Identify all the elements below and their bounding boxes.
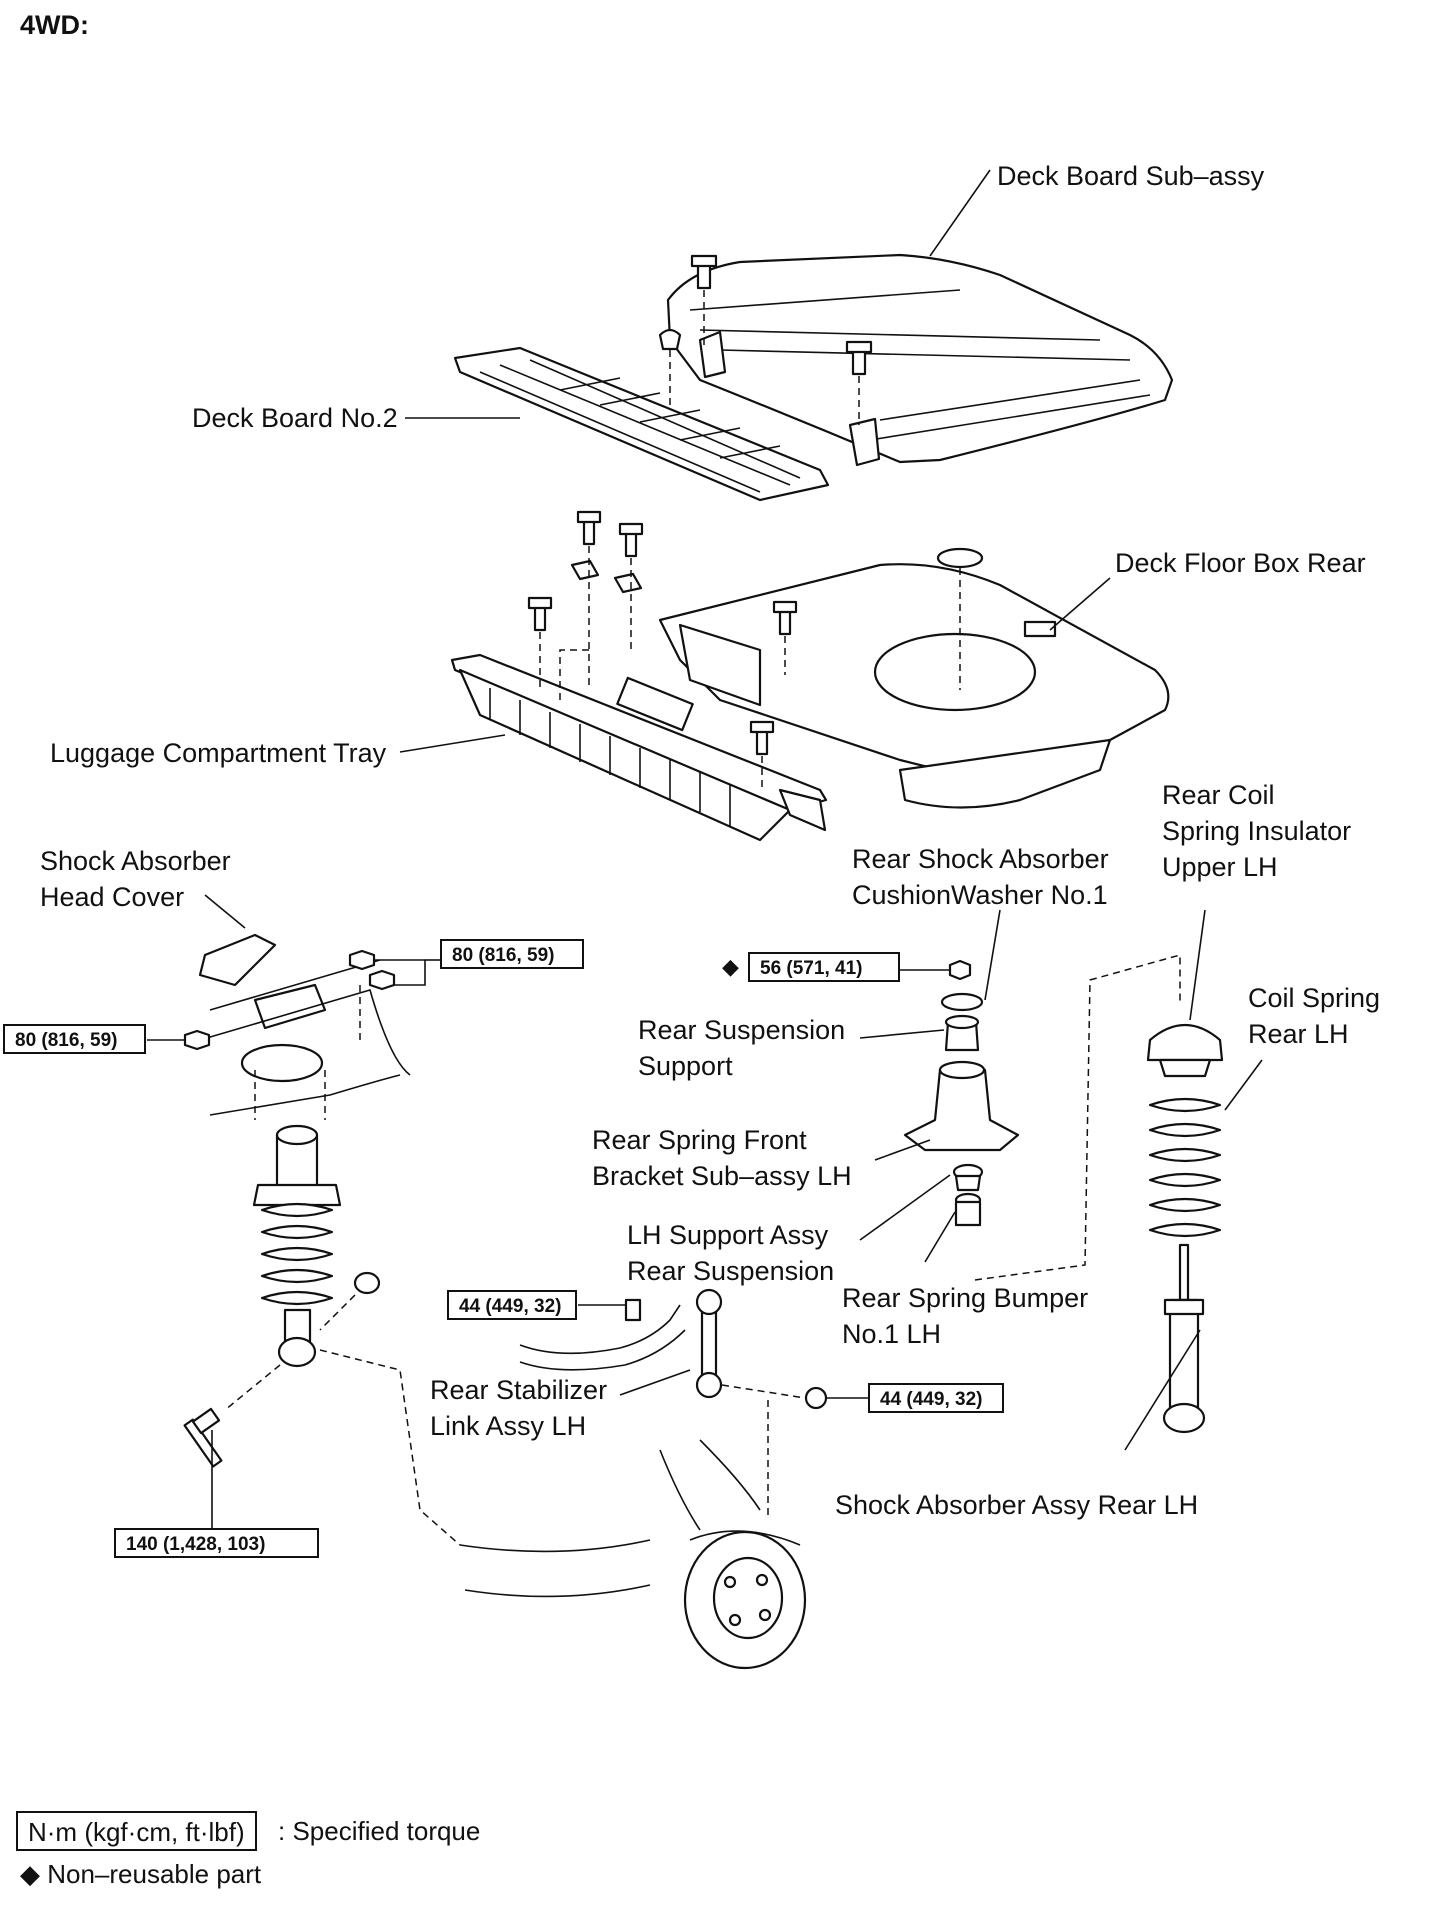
label-luggage-compartment-tray: Luggage Compartment Tray [50,738,387,768]
tray-bolts [527,510,798,790]
torque-cushion-washer-nut: 56 (571, 41) [748,952,900,982]
label-deck-board-no2: Deck Board No.2 [192,403,398,433]
luggage-tray-leader [399,734,506,753]
legend-specified-torque: : Specified torque [278,1816,481,1846]
label-rear-stabilizer-link-line2: Link Assy LH [430,1411,587,1441]
torque-stabilizer-left: 44 (449, 32) [447,1290,577,1320]
torque-stabilizer-right: 44 (449, 32) [868,1383,1004,1413]
torque-head-cover-upper: 80 (816, 59) [440,939,584,969]
rear-suspension-support-stack-drawing [859,909,1181,1281]
label-rear-suspension-support-line1: Rear Suspension [638,1015,846,1045]
torque-head-cover-left: 80 (816, 59) [3,1024,146,1054]
label-shock-absorber-assy-rear: Shock Absorber Assy Rear LH [835,1490,1199,1520]
shock-absorber-head-cover-drawing [198,933,411,1120]
stabilizer-link-drawing [519,1288,868,1520]
label-shock-absorber-head-cover-line2: Head Cover [40,882,185,912]
label-rear-spring-front-bracket-line1: Rear Spring Front [592,1125,807,1155]
label-rear-stabilizer-link-line1: Rear Stabilizer [430,1375,608,1405]
torque-lower-bolt: 140 (1,428, 103) [114,1528,319,1558]
label-coil-spring-rear-line1: Coil Spring [1248,983,1381,1013]
label-rear-shock-absorber-cushion-washer-line1: Rear Shock Absorber [852,844,1109,874]
label-rear-suspension-support-line2: Support [638,1051,733,1081]
label-deck-floor-box-rear: Deck Floor Box Rear [1115,548,1366,578]
rear-axle-drum-drawing [459,1439,807,1670]
left-shock-assembly-drawing [183,1124,461,1546]
page-heading: 4WD: [20,10,89,40]
label-rear-spring-front-bracket-line2: Bracket Sub–assy LH [592,1161,852,1191]
legend-torque-unit-box: N·m (kgf·cm, ft·lbf) [16,1811,257,1851]
label-shock-absorber-head-cover-line1: Shock Absorber [40,846,231,876]
deck-floor-box-rear-leader [1049,577,1111,631]
label-lh-support-assy-line2: Rear Suspension [627,1256,835,1286]
label-rear-spring-bumper-line1: Rear Spring Bumper [842,1283,1089,1313]
head-cover-nuts [147,949,440,1051]
deck-board-no2-drawing [453,346,830,502]
label-rear-coil-spring-insulator-line3: Upper LH [1162,852,1278,882]
deck-board-bolts [658,254,873,425]
right-coil-spring-shock-drawing [1124,909,1263,1451]
head-cover-leader [204,894,246,929]
luggage-compartment-tray-drawing [450,653,828,842]
nonreusable-diamond: ◆ [722,954,739,979]
label-rear-shock-absorber-cushion-washer-line2: CushionWasher No.1 [852,880,1108,910]
label-lh-support-assy-line1: LH Support Assy [627,1220,829,1250]
label-deck-board-sub-assy: Deck Board Sub–assy [997,161,1265,191]
label-rear-coil-spring-insulator-line1: Rear Coil [1162,780,1275,810]
deck-board-sub-assy-leader [929,169,991,257]
label-rear-coil-spring-insulator-line2: Spring Insulator [1162,816,1352,846]
label-coil-spring-rear-line2: Rear LH [1248,1019,1349,1049]
legend-nonreusable-part: ◆ Non–reusable part [20,1859,262,1889]
label-rear-spring-bumper-line2: No.1 LH [842,1319,942,1349]
deck-board-sub-assy-drawing [666,253,1174,467]
